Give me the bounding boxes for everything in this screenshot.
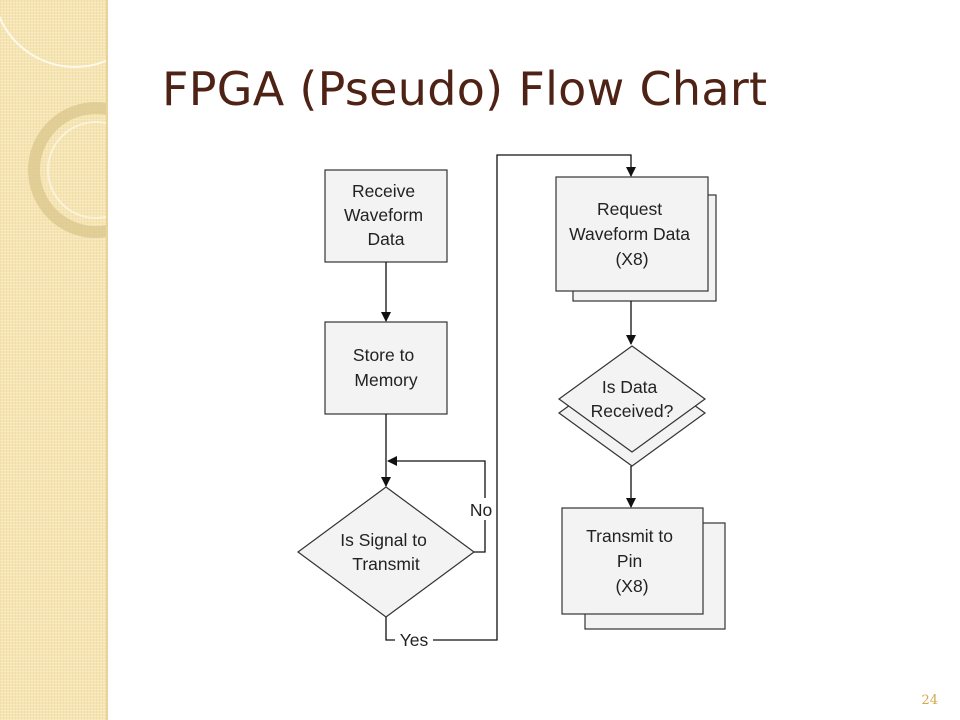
signal-to-transmit-decision-node: Is Signal to Transmit xyxy=(296,486,476,618)
store-to-memory-label: Store to Memory xyxy=(353,345,419,390)
received-line-2: Received? xyxy=(591,401,674,421)
store-line-1: Store to xyxy=(353,345,414,365)
request-waveform-data-label: Request Waveform Data (X8) xyxy=(569,199,695,269)
received-stack-front xyxy=(557,345,707,453)
signal-to-transmit-label: Is Signal to Transmit xyxy=(340,530,431,574)
receive-line-2: Waveform xyxy=(344,205,423,225)
request-stack-front xyxy=(555,176,709,292)
request-line-1: Request xyxy=(597,199,662,219)
received-line-1: Is Data xyxy=(602,377,658,397)
transmit-line-2: Pin xyxy=(617,551,642,571)
signal-line-1: Is Signal to xyxy=(340,530,427,550)
transmit-to-pin-label: Transmit to Pin (X8) xyxy=(586,526,678,596)
receive-waveform-data-label: Receive Waveform Data xyxy=(344,181,428,249)
decorative-side-band xyxy=(0,0,108,720)
data-received-decision-node: Is Data Received? xyxy=(557,345,707,467)
receive-line-3: Data xyxy=(368,229,405,249)
transmit-line-1: Transmit to xyxy=(586,526,673,546)
receive-line-1: Receive xyxy=(352,181,415,201)
page-number: 24 xyxy=(921,693,938,708)
store-to-memory-node: Store to Memory xyxy=(324,321,448,415)
decorative-circles-graphic xyxy=(0,15,106,238)
data-received-label: Is Data Received? xyxy=(591,377,674,421)
request-line-2: Waveform Data xyxy=(569,224,690,244)
transmit-stack-front xyxy=(561,507,704,615)
request-line-3: (X8) xyxy=(615,249,648,269)
no-connector-label: No xyxy=(470,500,492,520)
transmit-line-3: (X8) xyxy=(615,576,648,596)
store-line-2: Memory xyxy=(354,370,417,390)
transmit-to-pin-node: Transmit to Pin (X8) xyxy=(561,507,726,630)
receive-waveform-data-node: Receive Waveform Data xyxy=(324,169,448,263)
slide-title: FPGA (Pseudo) Flow Chart xyxy=(162,62,768,116)
signal-line-2: Transmit xyxy=(352,554,420,574)
yes-connector-label: Yes xyxy=(400,630,429,650)
yes-label-background xyxy=(395,628,433,650)
arrow-yes-to-request xyxy=(385,154,636,641)
no-label-background xyxy=(468,498,495,520)
request-waveform-data-node: Request Waveform Data (X8) xyxy=(555,176,717,302)
